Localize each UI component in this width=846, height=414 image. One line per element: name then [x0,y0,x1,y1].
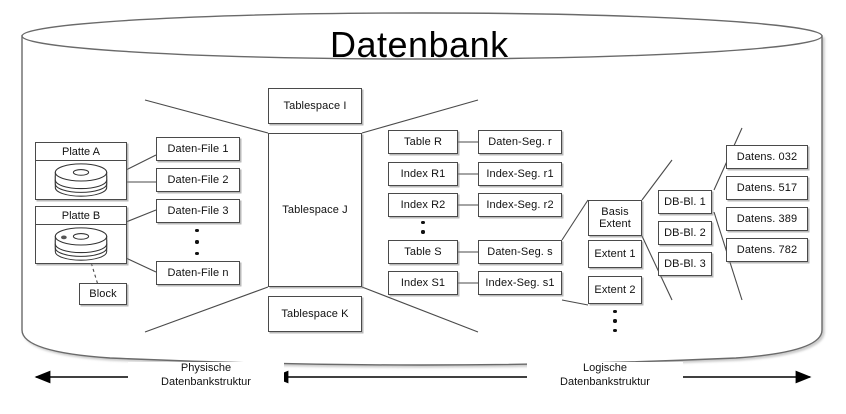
data-file-box-1[interactable]: Daten-File 1 [156,137,240,161]
object-box-index-s1[interactable]: Index S1 [388,271,458,295]
tablespace-box-i[interactable]: Tablespace I [268,88,362,124]
extent-to-block-connectors [641,159,673,301]
data-file-box-3[interactable]: Daten-File 3 [156,199,240,223]
disk-platte-a-label: Platte A [36,143,126,161]
data-file-box-n[interactable]: Daten-File n [156,261,240,285]
tablespace-to-object-connectors [361,99,479,333]
disk-platte-b-label: Platte B [36,207,126,225]
extent-box-2[interactable]: Extent 2 [588,276,642,304]
object-box-index-r1[interactable]: Index R1 [388,162,458,186]
disk-platter-icon [36,225,126,264]
segment-box-index-s1[interactable]: Index-Seg. s1 [478,271,562,295]
block-box[interactable]: Block [79,283,127,305]
axis-label-logical-line2: Datenbankstruktur [560,375,650,388]
data-file-ellipsis-icon [194,229,200,255]
record-box-3[interactable]: Datens. 389 [726,207,808,231]
segment-box-daten-s[interactable]: Daten-Seg. s [478,240,562,264]
object-box-index-r2[interactable]: Index R2 [388,193,458,217]
axis-label-logical-line1: Logische [582,362,628,374]
segment-box-index-r1[interactable]: Index-Seg. r1 [478,162,562,186]
segment-box-index-r2[interactable]: Index-Seg. r2 [478,193,562,217]
axis-label-physical: Physische Datenbankstruktur [128,362,284,390]
object-box-table-r[interactable]: Table R [388,130,458,154]
axis-label-logical: Logische Datenbankstruktur [527,362,683,390]
object-box-table-s[interactable]: Table S [388,240,458,264]
db-block-box-3[interactable]: DB-Bl. 3 [658,252,712,276]
data-file-box-2[interactable]: Daten-File 2 [156,168,240,192]
disk-platte-a[interactable]: Platte A [35,142,127,200]
disk-platter-icon [36,161,126,200]
db-block-box-1[interactable]: DB-Bl. 1 [658,190,712,214]
tablespace-box-j[interactable]: Tablespace J [268,133,362,287]
page-title: Datenbank [330,24,509,65]
record-box-1[interactable]: Datens. 032 [726,145,808,169]
file-to-tablespace-connectors [144,99,269,333]
segment-box-daten-r[interactable]: Daten-Seg. r [478,130,562,154]
axis-label-physical-line2: Datenbankstruktur [161,375,251,388]
disk-to-file-connectors [125,154,157,273]
tablespace-box-k[interactable]: Tablespace K [268,296,362,332]
record-box-4[interactable]: Datens. 782 [726,238,808,262]
extent-ellipsis-icon [612,310,618,332]
extent-box-basis[interactable]: Basis Extent [588,200,642,236]
disk-platte-b[interactable]: Platte B [35,206,127,264]
segment-to-extent-connectors [561,199,589,306]
object-segment-links [458,141,478,284]
db-block-box-2[interactable]: DB-Bl. 2 [658,221,712,245]
axis-label-physical-line1: Physische [180,362,232,374]
record-box-2[interactable]: Datens. 517 [726,176,808,200]
extent-box-1[interactable]: Extent 1 [588,240,642,268]
